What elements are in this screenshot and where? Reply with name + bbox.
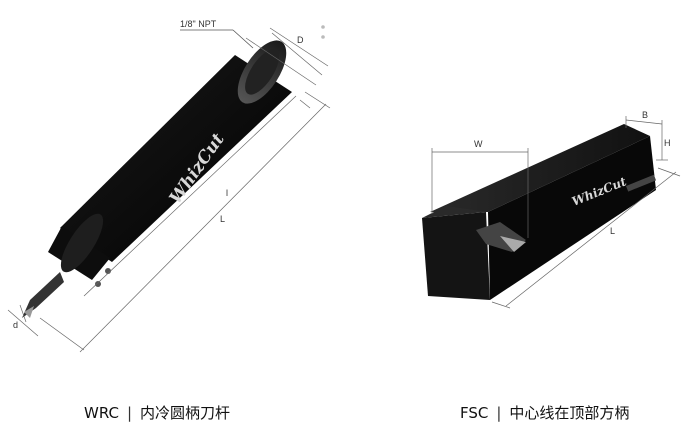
dim-l-label: l xyxy=(226,188,228,198)
wrc-caption: WRC | 内冷圆柄刀杆 xyxy=(84,402,230,423)
wrc-name: 内冷圆柄刀杆 xyxy=(140,404,231,422)
caption-separator: | xyxy=(496,404,502,422)
dim-L-label: L xyxy=(610,226,615,236)
fsc-square-shank-holder: WhizCut W B H L xyxy=(422,110,681,309)
fsc-name: 中心线在顶部方柄 xyxy=(509,404,630,422)
coolant-hole-icon xyxy=(95,281,101,287)
wrc-code: WRC xyxy=(84,404,119,422)
fsc-caption: FSC | 中心线在顶部方柄 xyxy=(460,402,629,423)
wrc-round-shank-holder: WhizCut 1/8" NPT D l L d xyxy=(7,19,331,353)
dim-B-label: B xyxy=(642,110,648,120)
coolant-hole-icon xyxy=(105,268,111,274)
dim-d-label: d xyxy=(13,320,18,330)
caption-separator: | xyxy=(126,404,133,422)
npt-label: 1/8" NPT xyxy=(180,19,217,29)
dim-L-label: L xyxy=(220,214,225,224)
dim-H-label: H xyxy=(664,138,671,148)
dim-D-label: D xyxy=(297,35,304,45)
dim-W-label: W xyxy=(474,139,483,149)
fsc-code: FSC xyxy=(460,404,489,422)
